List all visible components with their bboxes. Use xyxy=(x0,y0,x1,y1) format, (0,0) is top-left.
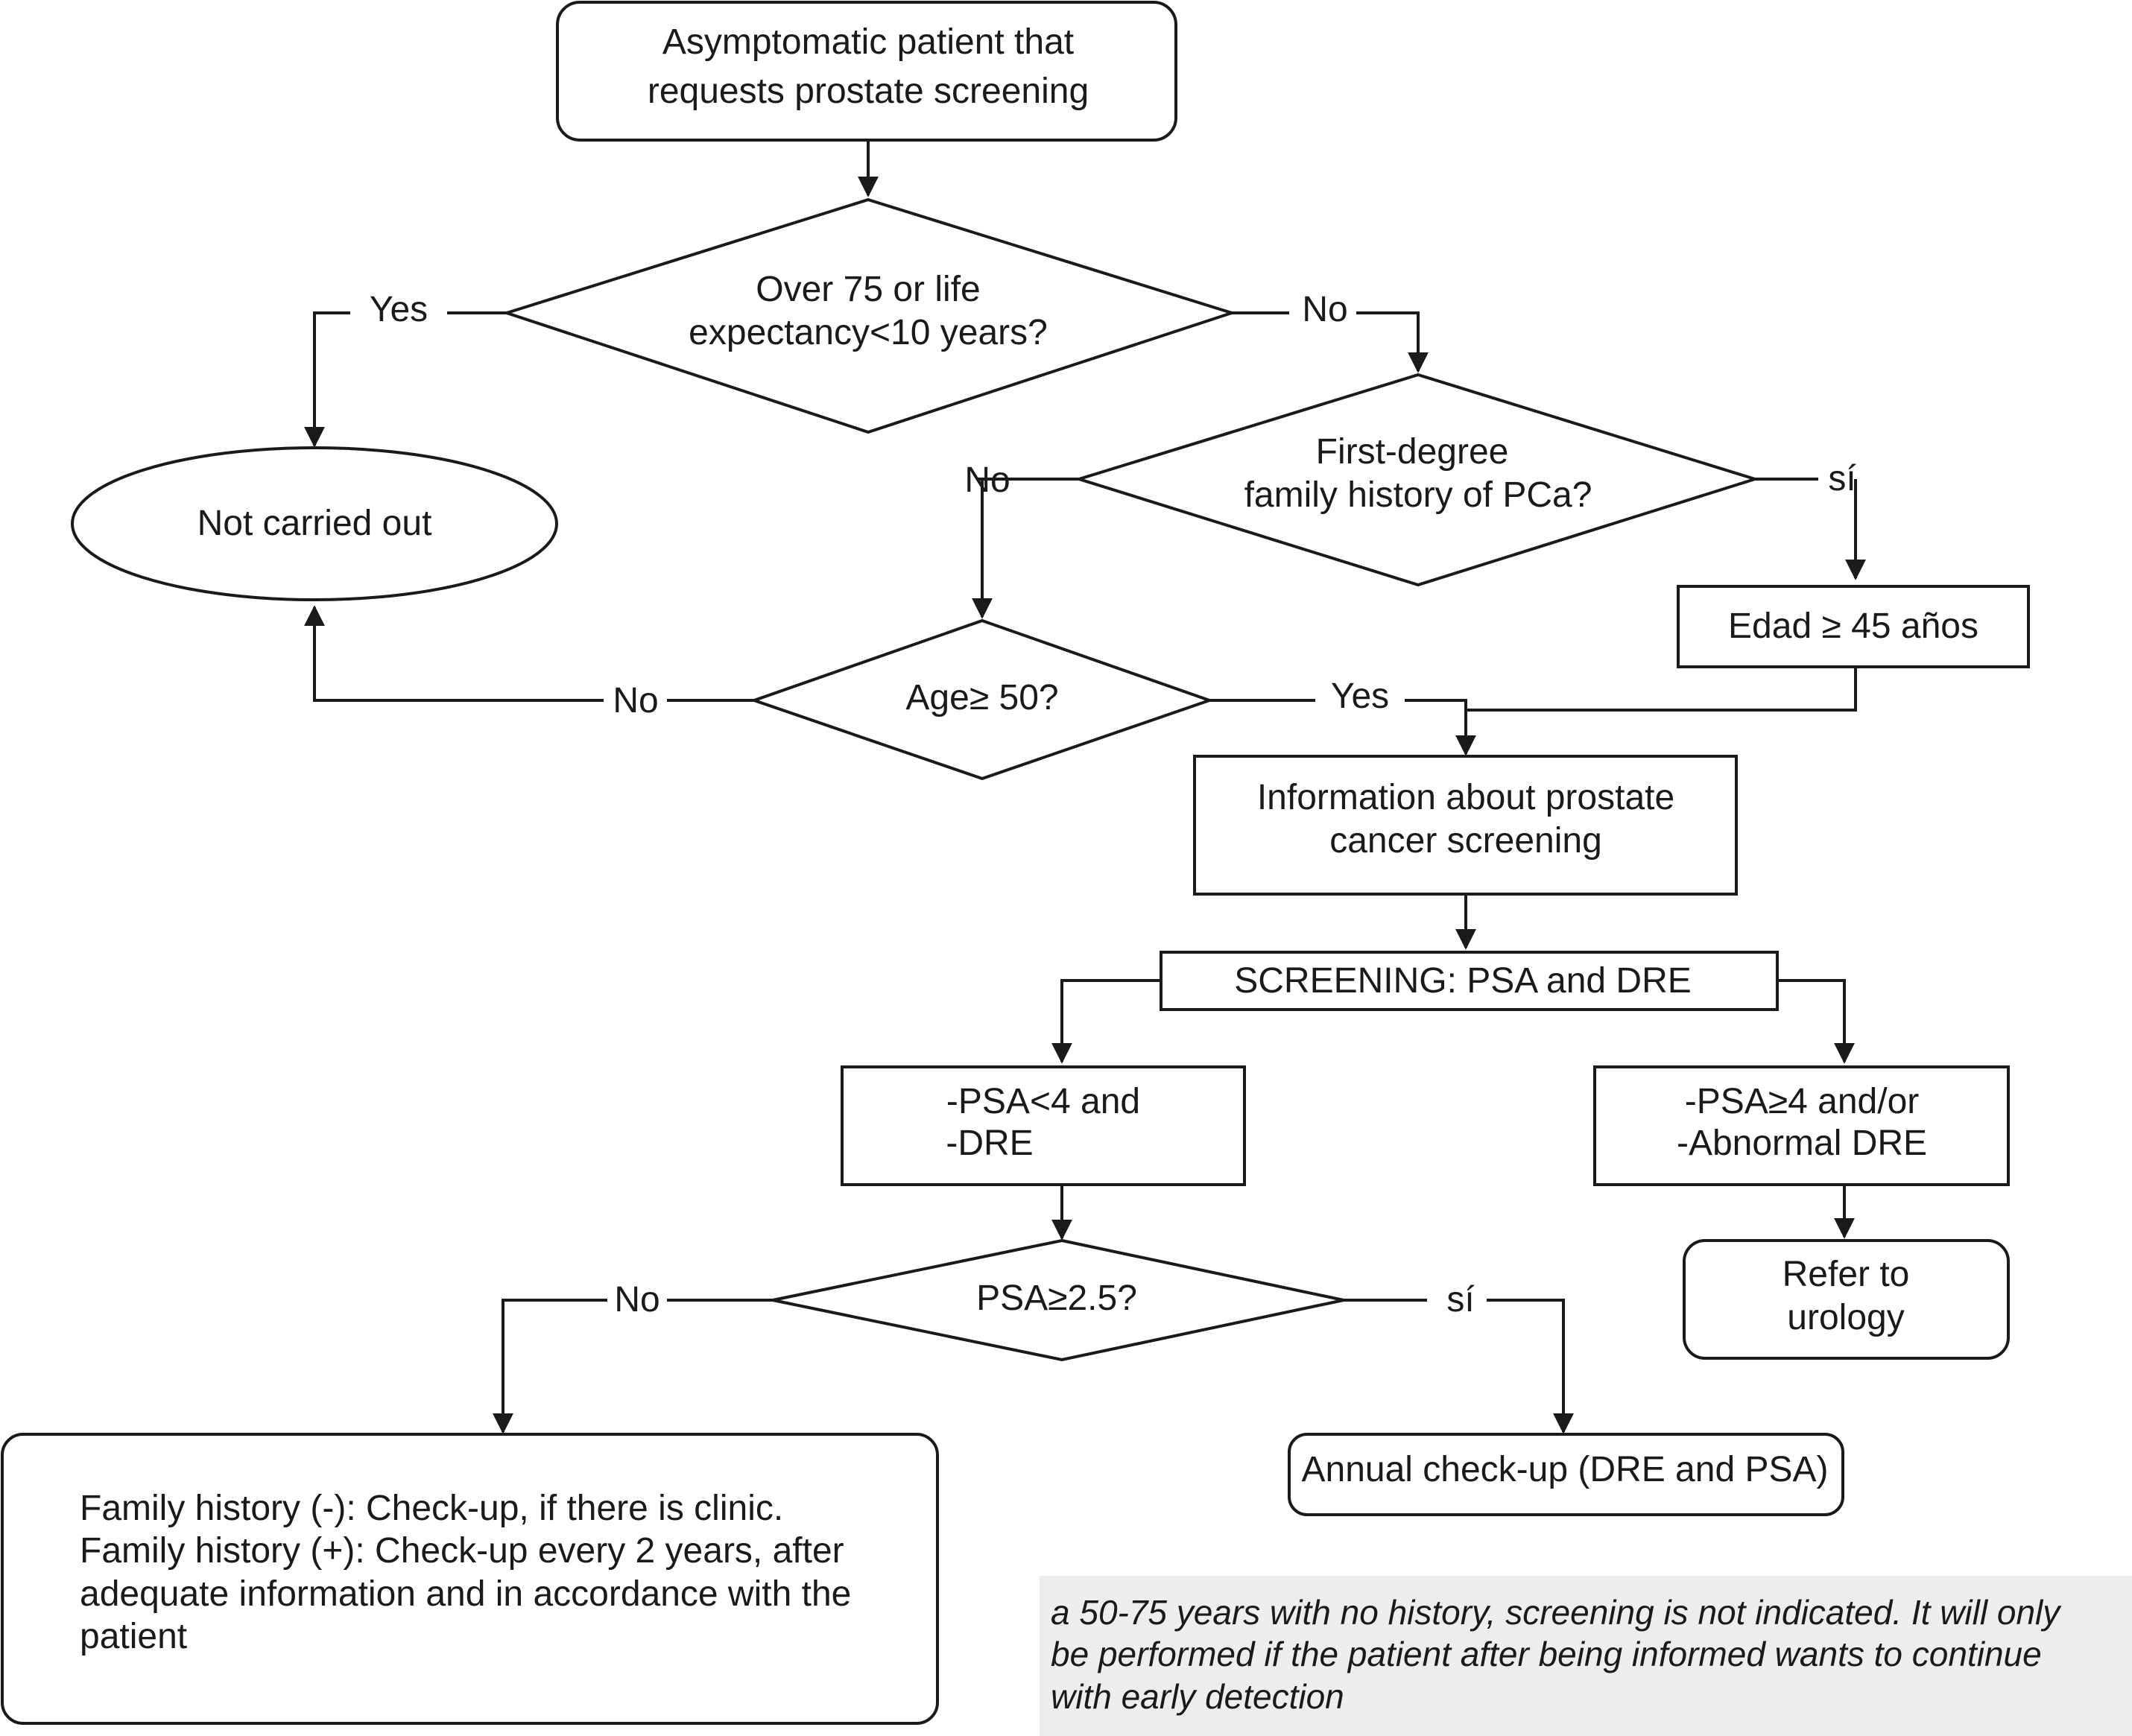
node-refer-urology: Refer to urology xyxy=(1683,1239,2010,1360)
edge-psa25-no-b xyxy=(493,1299,607,1434)
node-screening-label: SCREENING: PSA and DRE xyxy=(1234,961,1692,1001)
edge-label-over75-no: No xyxy=(1302,290,1347,329)
decision-over75-line-1: Over 75 or life xyxy=(756,270,980,309)
decision-psa25-label: PSA≥2.5? xyxy=(976,1279,1137,1318)
edge-labels: Yes No No sí No Yes No sí xyxy=(370,290,1856,1320)
node-family-result-line-4: patient xyxy=(80,1617,187,1656)
edge-label-family-yes: sí xyxy=(1828,459,1856,498)
decision-family-line-1: First-degree xyxy=(1316,432,1509,472)
edge-label-age50-yes: Yes xyxy=(1331,677,1389,716)
node-psa-low: -PSA<4 and -DRE xyxy=(841,1065,1246,1186)
node-annual-label: Annual check-up (DRE and PSA) xyxy=(1301,1450,1828,1489)
decision-family-line-2: family history of PCa? xyxy=(1244,475,1592,515)
edge-label-age50-no: No xyxy=(613,681,658,720)
edge-screening-to-psa-high xyxy=(1777,979,1855,1064)
node-not-carried-out-label: Not carried out xyxy=(197,504,432,543)
node-start-line-1: Asymptomatic patient that xyxy=(662,22,1074,62)
decision-over75: Over 75 or life expectancy<10 years? xyxy=(502,197,1237,434)
decision-family-history: First-degree family history of PCa? xyxy=(1074,373,1760,587)
node-psa-low-line-1: -PSA<4 and xyxy=(946,1082,1140,1121)
node-information-line-1: Information about prostate xyxy=(1257,778,1674,817)
edge-screening-to-psa-low xyxy=(1051,979,1161,1064)
edge-label-psa25-yes: sí xyxy=(1446,1280,1475,1320)
edge-label-psa25-no: No xyxy=(614,1280,659,1320)
node-screening: SCREENING: PSA and DRE xyxy=(1160,951,1779,1011)
edge-family-no-c xyxy=(972,478,1017,619)
node-information-line-2: cancer screening xyxy=(1329,821,1602,861)
footnote-line-3: with early detection xyxy=(1051,1677,1344,1716)
edge-over75-yes-b xyxy=(304,311,350,448)
edge-edad-to-information xyxy=(1455,667,1857,756)
node-refer-line-2: urology xyxy=(1787,1298,1904,1337)
node-psa-high: -PSA≥4 and/or -Abnormal DRE xyxy=(1593,1065,2010,1186)
node-psa-high-line-1: -PSA≥4 and/or xyxy=(1685,1082,1920,1121)
footnote-line-2: be performed if the patient after being … xyxy=(1051,1635,2042,1673)
edge-age50-yes-b xyxy=(1405,699,1467,710)
edge-age50-no-b xyxy=(304,605,604,702)
node-family-result-line-3: adequate information and in accordance w… xyxy=(80,1574,851,1614)
node-annual-checkup: Annual check-up (DRE and PSA) xyxy=(1288,1433,1844,1516)
footnote-line-1: a 50-75 years with no history, screening… xyxy=(1051,1593,2062,1632)
node-family-result-line-1: Family history (-): Check-up, if there i… xyxy=(80,1489,783,1528)
footnote: a 50-75 years with no history, screening… xyxy=(1040,1576,2132,1736)
connectors xyxy=(304,140,1866,1434)
edge-over75-no-b xyxy=(1356,311,1429,373)
node-not-carried-out: Not carried out xyxy=(71,446,558,601)
decision-age50-label: Age≥ 50? xyxy=(905,678,1058,717)
edge-label-over75-yes: Yes xyxy=(370,290,428,329)
node-psa-low-line-2: -DRE xyxy=(946,1124,1033,1163)
node-start-line-2: requests prostate screening xyxy=(648,72,1089,111)
edge-psa25-yes-b xyxy=(1487,1299,1574,1434)
node-start: Asymptomatic patient that requests prost… xyxy=(556,1,1177,142)
node-family-result-line-2: Family history (+): Check-up every 2 yea… xyxy=(80,1531,844,1571)
decision-over75-line-2: expectancy<10 years? xyxy=(689,313,1048,352)
node-family-result: Family history (-): Check-up, if there i… xyxy=(1,1433,939,1725)
node-refer-line-1: Refer to xyxy=(1783,1255,1910,1294)
node-psa-high-line-2: -Abnormal DRE xyxy=(1677,1124,1927,1163)
decision-psa25: PSA≥2.5? xyxy=(772,1238,1344,1362)
node-information: Information about prostate cancer screen… xyxy=(1193,755,1738,896)
edge-label-family-no: No xyxy=(964,460,1010,500)
decision-age50: Age≥ 50? xyxy=(749,618,1215,781)
node-edad: Edad ≥ 45 años xyxy=(1677,585,2030,668)
node-edad-label: Edad ≥ 45 años xyxy=(1728,606,1978,646)
